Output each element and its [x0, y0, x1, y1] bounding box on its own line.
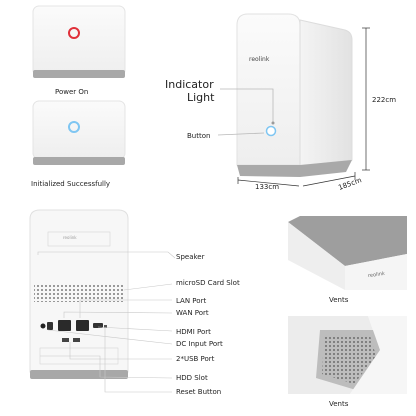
front-device: [217, 13, 370, 187]
callout-wan: WAN Port: [176, 309, 209, 317]
callout-reset: Reset Button: [176, 388, 222, 396]
width-dimension: 133cm: [255, 183, 280, 191]
indicator-light-label-2: Light: [187, 91, 215, 104]
led-blue-icon: [68, 121, 80, 133]
initialized-label: Initialized Successfully: [31, 180, 111, 188]
callout-hdd: HDD Slot: [176, 374, 208, 382]
vents-top-label: Vents: [329, 296, 349, 304]
brand-logo: reolink: [249, 56, 270, 63]
vents-top-photo: [287, 215, 407, 291]
height-dimension: 222cm: [372, 96, 397, 104]
callout-hdmi: HDMI Port: [176, 328, 211, 336]
callout-microsd: microSD Card Slot: [176, 279, 240, 287]
button-ring-icon: [265, 125, 277, 137]
vents-bottom-label: Vents: [329, 400, 349, 408]
back-model-text: reolink: [63, 235, 77, 240]
callout-dc: DC Input Port: [176, 340, 223, 348]
callout-lan: LAN Port: [176, 297, 207, 305]
callout-usb: 2*USB Port: [176, 355, 215, 363]
button-label: Button: [187, 132, 211, 140]
led-red-icon: [68, 27, 80, 39]
callout-speaker: Speaker: [176, 253, 205, 261]
device-power-on: [32, 5, 126, 78]
back-device: [29, 209, 176, 393]
power-on-label: Power On: [55, 88, 89, 96]
indicator-light-label-1: Indicator: [165, 78, 214, 91]
vents-bottom-photo: [287, 316, 407, 395]
device-initialized: [32, 100, 126, 165]
